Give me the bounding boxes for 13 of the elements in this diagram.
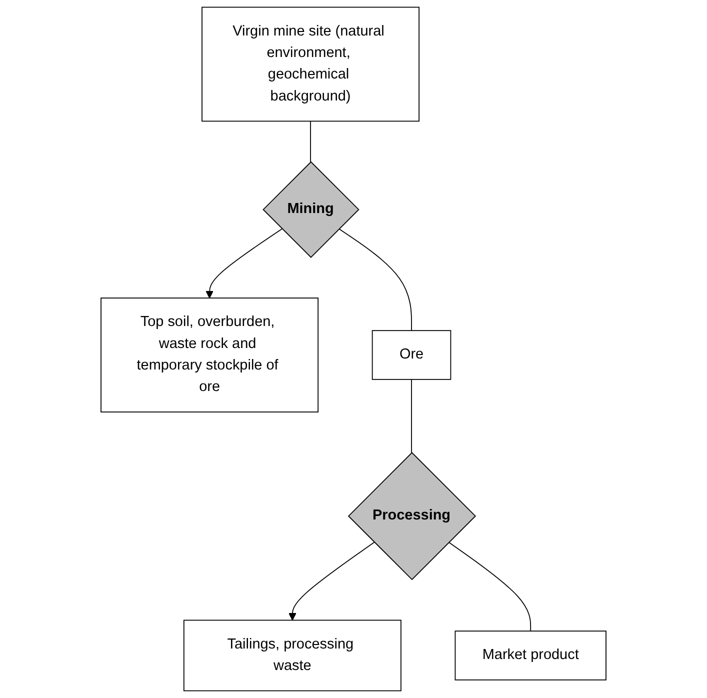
node-box: Market product: [454, 630, 606, 680]
arrow: [288, 542, 375, 621]
node-diamond: Processing: [348, 452, 476, 580]
node-box: Tailings, processing waste: [183, 620, 402, 692]
node-box: Virgin mine site (natural environment, geochemical background): [202, 6, 420, 122]
arrow: [206, 228, 282, 298]
node-box: Ore: [372, 330, 452, 380]
connector: [310, 120, 311, 162]
connector: [411, 378, 412, 454]
connector: [448, 542, 532, 632]
node-diamond: Mining: [262, 161, 360, 258]
node-box: Top soil, overburden, waste rock and temporary stockpile of ore: [100, 298, 319, 412]
connector: [338, 228, 412, 332]
